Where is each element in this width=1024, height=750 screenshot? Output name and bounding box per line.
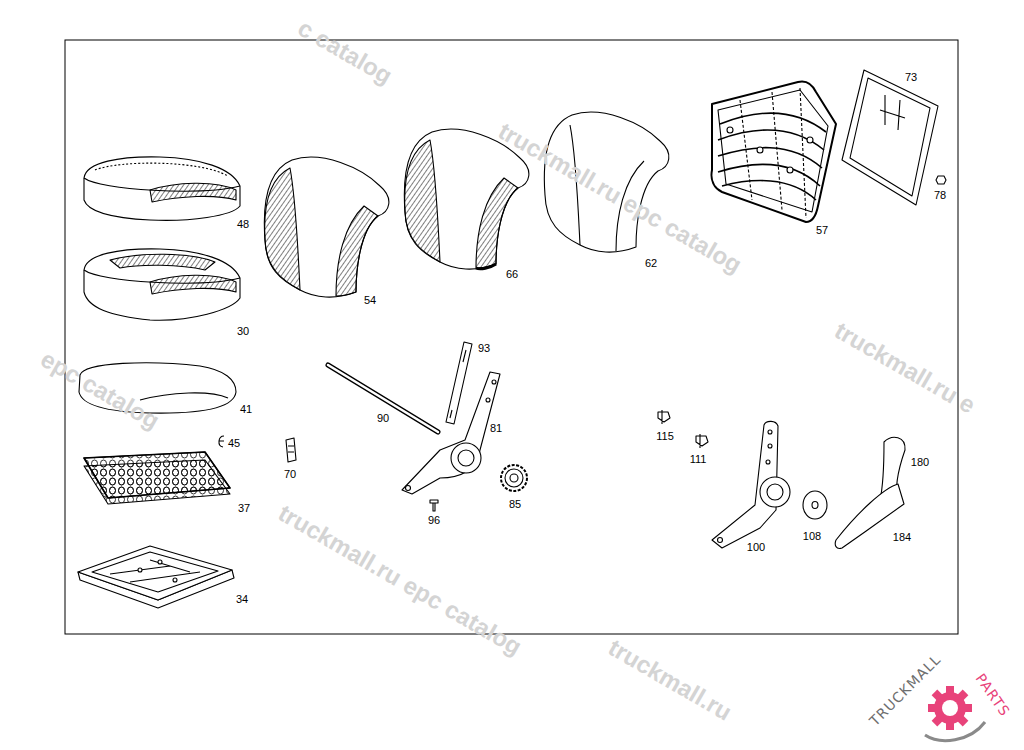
callout-number: 81	[490, 423, 502, 434]
seat-cover	[84, 249, 240, 320]
callout-number: 54	[364, 295, 376, 306]
callout-number: 34	[236, 594, 248, 605]
callout-number: 108	[803, 531, 821, 542]
cover-disc	[803, 491, 827, 519]
callout-number: 48	[237, 219, 249, 230]
callout-number: 85	[509, 499, 521, 510]
recliner-bracket	[712, 421, 790, 548]
callout-number: 45	[228, 438, 240, 449]
watermark: truckmall.ru epc catalog	[494, 119, 745, 278]
logo-text: TRUCKMALL	[867, 652, 943, 728]
backrest-cover	[404, 129, 529, 269]
logo-gear	[925, 686, 985, 741]
seat-pan	[78, 546, 234, 608]
backrest-frame	[711, 81, 836, 222]
callout-number: 93	[478, 343, 490, 354]
callout-number: 73	[905, 72, 917, 83]
callout-number: 62	[645, 258, 657, 269]
nut	[936, 176, 946, 184]
clip	[696, 434, 708, 448]
link-strap	[446, 342, 472, 424]
knob	[501, 465, 527, 491]
watermark: c catalog	[294, 16, 396, 89]
callout-number: 115	[656, 431, 674, 442]
frame	[65, 40, 958, 634]
backrest-cover	[264, 157, 389, 297]
callout-number: 111	[690, 454, 707, 465]
callout-number: 96	[428, 515, 440, 526]
watermark: truckmall.ru e	[831, 318, 979, 417]
callout-number: 66	[506, 269, 518, 280]
clip	[219, 436, 224, 447]
clip	[658, 410, 670, 424]
callout-number: 70	[284, 469, 296, 480]
screw	[430, 500, 438, 511]
watermark: truckmall.ru	[605, 635, 736, 724]
spring-unit	[84, 452, 230, 504]
watermark: epc catalog	[37, 347, 163, 434]
recliner-bracket	[402, 372, 500, 494]
clamp	[286, 438, 296, 462]
back-panel	[842, 70, 938, 205]
callout-number: 90	[377, 413, 389, 424]
callout-number: 184	[893, 532, 911, 543]
callout-number: 180	[911, 457, 929, 468]
callout-number: 57	[816, 225, 828, 236]
logo-text: PARTS	[973, 671, 1012, 719]
seat-cover	[84, 157, 240, 220]
callout-number: 41	[240, 404, 252, 415]
rod	[328, 365, 438, 432]
callout-number: 100	[747, 542, 765, 553]
callout-number: 30	[237, 326, 249, 337]
callout-number: 37	[238, 503, 250, 514]
watermark: truckmall.ru epc catalog	[274, 501, 525, 660]
callout-number: 78	[934, 190, 946, 201]
